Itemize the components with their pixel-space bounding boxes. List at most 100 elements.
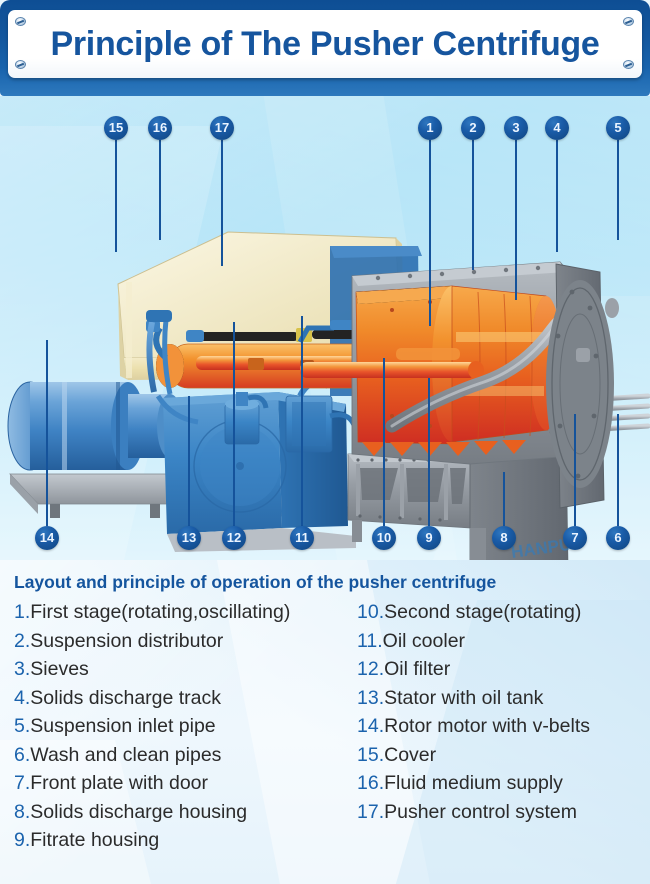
callout-badge-7[interactable]: 7 bbox=[563, 526, 587, 550]
legend-item-label: Suspension distributor bbox=[30, 629, 224, 652]
legend-item-number: 15. bbox=[357, 743, 385, 766]
callout-badge-6[interactable]: 6 bbox=[606, 526, 630, 550]
legend-item: 15.Cover bbox=[357, 741, 647, 770]
legend-item-label: Oil cooler bbox=[382, 629, 466, 652]
pusher-centrifuge-illustration: HANPU bbox=[7, 231, 650, 560]
legend-item: 17.Pusher control system bbox=[357, 798, 647, 827]
leader-line-8 bbox=[503, 472, 505, 526]
callout-badge-9[interactable]: 9 bbox=[417, 526, 441, 550]
legend-item: 16.Fluid medium supply bbox=[357, 769, 647, 798]
legend-item-label: Pusher control system bbox=[384, 800, 578, 823]
legend-item: 4.Solids discharge track bbox=[14, 684, 354, 713]
legend-item-label: Fluid medium supply bbox=[384, 772, 563, 794]
callout-badge-15[interactable]: 15 bbox=[104, 116, 128, 140]
callout-badge-3[interactable]: 3 bbox=[504, 116, 528, 140]
diagram-area: HANPU bbox=[0, 96, 650, 560]
legend-item: 10.Second stage(rotating) bbox=[357, 598, 647, 627]
title-plate: Principle of The Pusher Centrifuge bbox=[8, 10, 642, 78]
fluid-medium-supply bbox=[146, 310, 199, 425]
legend-heading: Layout and principle of operation of the… bbox=[14, 572, 497, 592]
callout-badge-2[interactable]: 2 bbox=[461, 116, 485, 140]
legend-item-number: 17. bbox=[357, 800, 385, 823]
leader-line-14 bbox=[46, 340, 48, 526]
callout-badge-11[interactable]: 11 bbox=[290, 526, 314, 550]
legend-item: 13.Stator with oil tank bbox=[357, 684, 647, 713]
legend-item: 8.Solids discharge housing bbox=[14, 798, 354, 827]
leader-line-17 bbox=[221, 140, 223, 266]
screw-icon-top-left bbox=[15, 17, 26, 26]
legend-item: 2.Suspension distributor bbox=[14, 627, 354, 656]
legend-item: 11.Oil cooler bbox=[357, 627, 647, 656]
leader-line-15 bbox=[115, 140, 117, 252]
legend-item-label: Fitrate housing bbox=[30, 829, 160, 851]
legend-item-number: 6. bbox=[14, 743, 31, 766]
legend-column-right: 10.Second stage(rotating) 11.Oil cooler … bbox=[357, 598, 647, 826]
legend-item: 3.Sieves bbox=[14, 655, 354, 684]
legend-item-label: Sieves bbox=[30, 658, 89, 680]
legend-item: 7.Front plate with door bbox=[14, 769, 354, 798]
callout-badge-5[interactable]: 5 bbox=[606, 116, 630, 140]
legend-item-label: Front plate with door bbox=[30, 772, 209, 794]
header-banner: Principle of The Pusher Centrifuge bbox=[0, 0, 650, 96]
front-plate-with-door bbox=[546, 263, 614, 509]
legend-panel: Layout and principle of operation of the… bbox=[0, 560, 650, 884]
legend-item-number: 12. bbox=[357, 658, 385, 680]
leader-line-9 bbox=[428, 378, 430, 526]
legend-item-number: 4. bbox=[14, 686, 31, 709]
callout-badge-13[interactable]: 13 bbox=[177, 526, 201, 550]
leader-line-12 bbox=[233, 322, 235, 526]
leader-line-6 bbox=[617, 414, 619, 526]
callout-badge-10[interactable]: 10 bbox=[372, 526, 396, 550]
legend-item-label: Suspension inlet pipe bbox=[30, 715, 216, 737]
leader-line-7 bbox=[574, 414, 576, 526]
legend-item-label: Wash and clean pipes bbox=[30, 743, 222, 766]
legend-item-number: 8. bbox=[14, 800, 31, 823]
callout-badge-12[interactable]: 12 bbox=[222, 526, 246, 550]
screw-icon-top-right bbox=[623, 17, 634, 26]
leader-line-1 bbox=[429, 140, 431, 326]
legend-item: 1.First stage(rotating,oscillating) bbox=[14, 598, 354, 627]
leader-line-10 bbox=[383, 358, 385, 526]
leader-line-11 bbox=[301, 316, 303, 526]
legend-item-label: Stator with oil tank bbox=[384, 686, 544, 709]
legend-item-number: 2. bbox=[14, 629, 31, 652]
leader-line-2 bbox=[472, 140, 474, 270]
legend-item-label: Second stage(rotating) bbox=[384, 601, 582, 623]
legend-item-label: Solids discharge housing bbox=[30, 800, 248, 823]
callout-badge-16[interactable]: 16 bbox=[148, 116, 172, 140]
leader-line-13 bbox=[188, 396, 190, 526]
callout-badge-1[interactable]: 1 bbox=[418, 116, 442, 140]
legend-item-label: Oil filter bbox=[384, 658, 451, 680]
legend-item-number: 5. bbox=[14, 715, 31, 737]
callout-badge-8[interactable]: 8 bbox=[492, 526, 516, 550]
legend-item-number: 16. bbox=[357, 772, 385, 794]
callout-badge-4[interactable]: 4 bbox=[545, 116, 569, 140]
support-structure bbox=[352, 520, 486, 560]
legend-item-number: 11. bbox=[357, 629, 383, 652]
page-title: Principle of The Pusher Centrifuge bbox=[50, 25, 600, 63]
screw-icon-bottom-left bbox=[15, 60, 26, 69]
screw-icon-bottom-right bbox=[623, 60, 634, 69]
legend-item: 9.Fitrate housing bbox=[14, 826, 354, 855]
callout-badge-17[interactable]: 17 bbox=[210, 116, 234, 140]
legend-item-number: 3. bbox=[14, 658, 31, 680]
legend-item: 5.Suspension inlet pipe bbox=[14, 712, 354, 741]
legend-item: 12.Oil filter bbox=[357, 655, 647, 684]
legend-item-number: 13. bbox=[357, 686, 385, 709]
leader-line-5 bbox=[617, 140, 619, 240]
legend-item-label: Solids discharge track bbox=[30, 686, 222, 709]
legend-item-number: 9. bbox=[14, 829, 31, 851]
legend-item: 14.Rotor motor with v-belts bbox=[357, 712, 647, 741]
legend-item-label: Cover bbox=[384, 743, 437, 766]
legend-item-number: 7. bbox=[14, 772, 31, 794]
suspension-distributor bbox=[300, 348, 484, 379]
leader-line-4 bbox=[556, 140, 558, 252]
legend-item-label: Rotor motor with v-belts bbox=[384, 715, 591, 737]
legend-item-number: 14. bbox=[357, 715, 385, 737]
leader-line-3 bbox=[515, 140, 517, 300]
legend-item-number: 1. bbox=[14, 601, 31, 623]
filtrate-housing bbox=[347, 453, 476, 529]
callout-badge-14[interactable]: 14 bbox=[35, 526, 59, 550]
legend-item: 6.Wash and clean pipes bbox=[14, 741, 354, 770]
